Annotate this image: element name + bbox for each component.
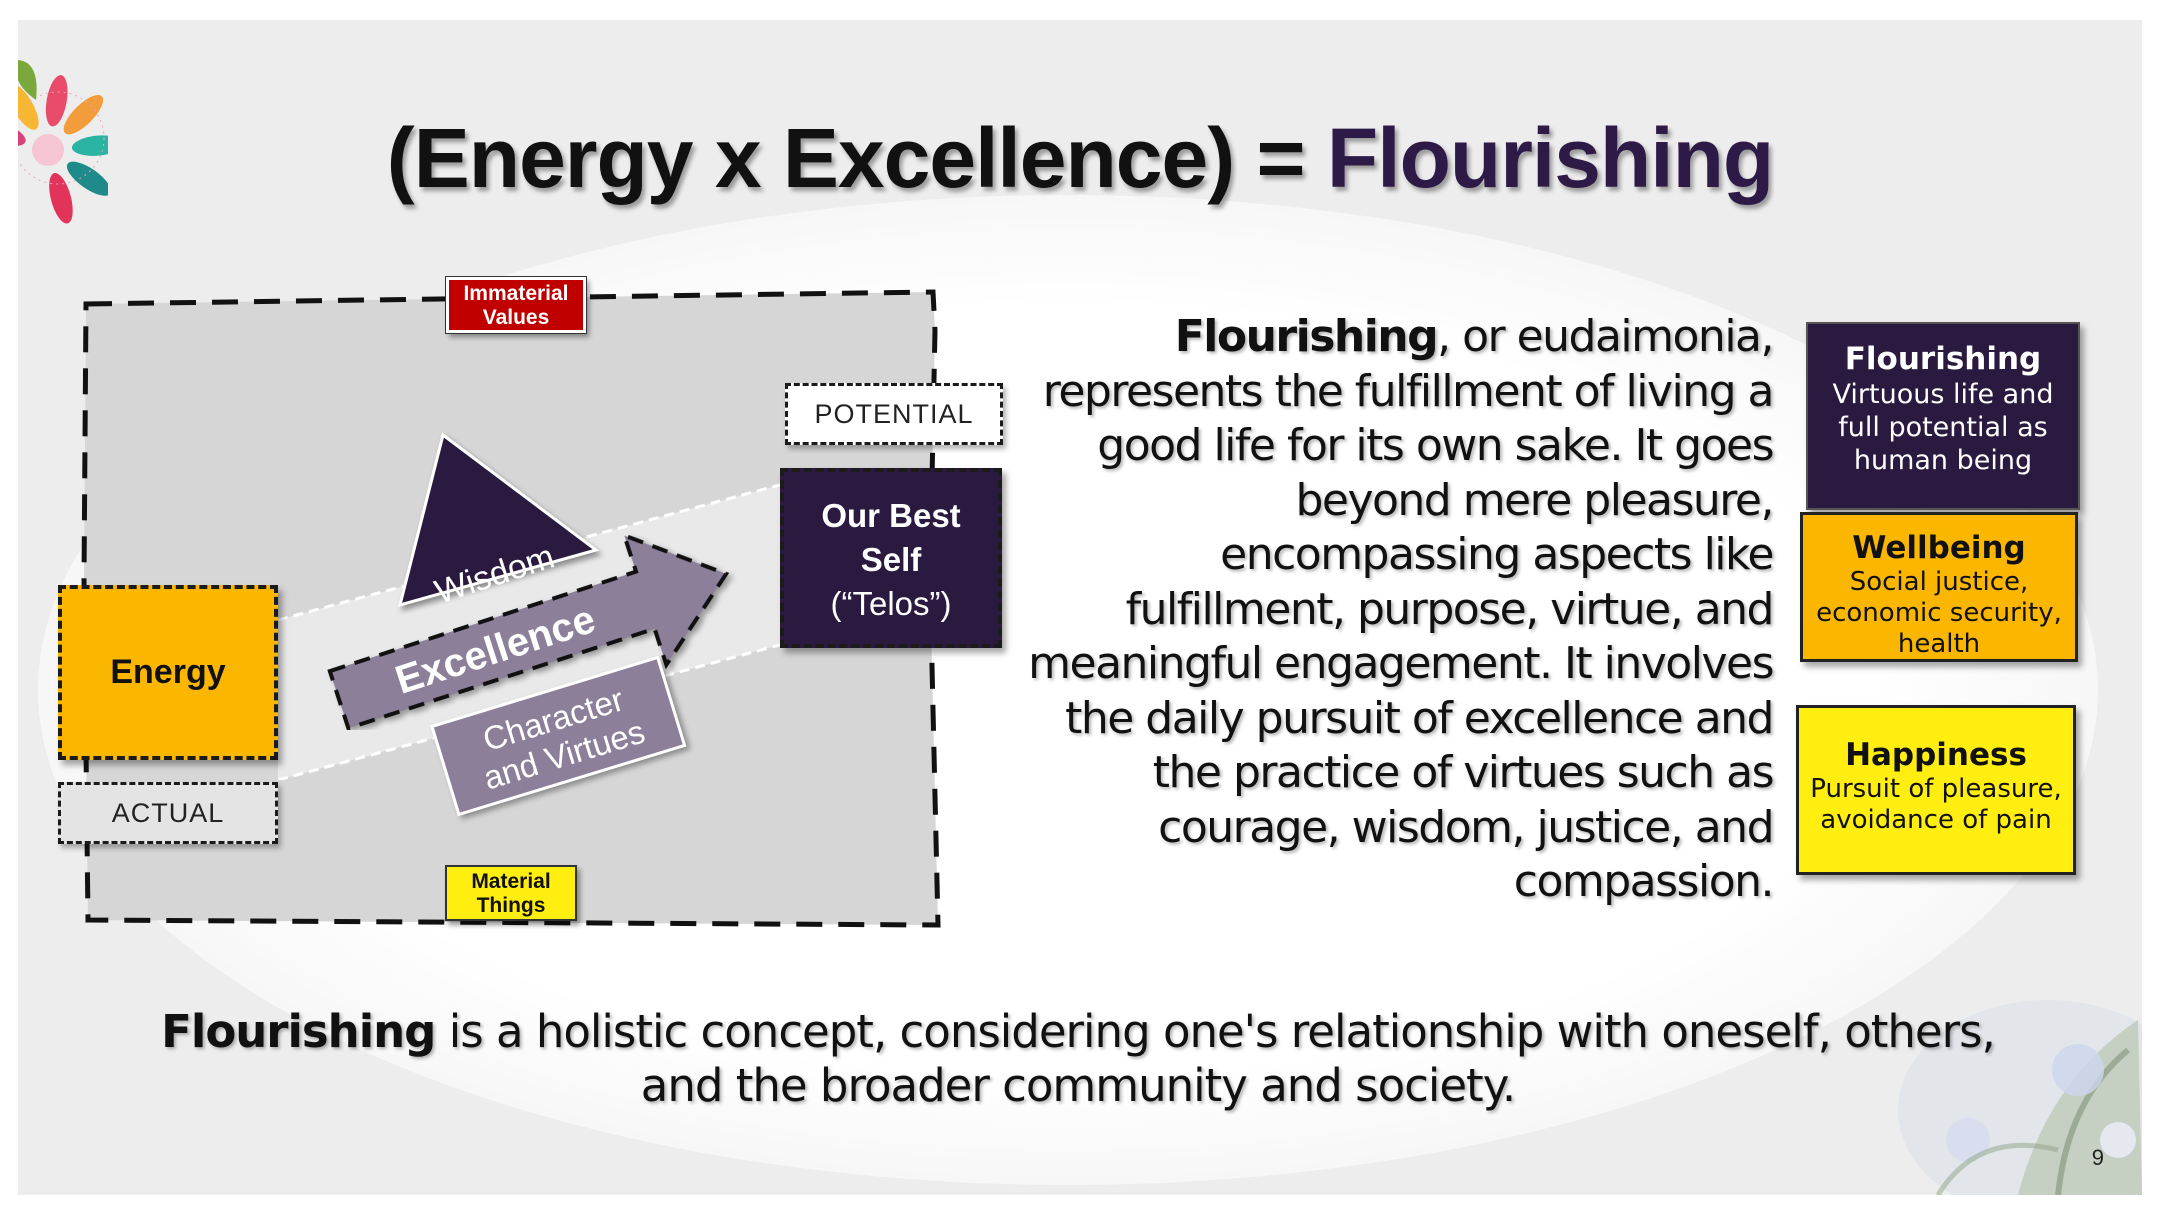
bottom-body: is a holistic concept, considering one's… (435, 1005, 1996, 1112)
card-description: Virtuous life and full potential as huma… (1832, 379, 2054, 476)
paragraph-body: , or eudaimonia, represents the fulfillm… (1028, 311, 1774, 907)
slide: (Energy x Excellence) = Flourishing Imma… (18, 20, 2142, 1195)
actual-label: ACTUAL (58, 782, 278, 844)
material-things-label: Material Things (445, 865, 577, 921)
card-title: Flourishing (1844, 341, 2042, 377)
card-title: Wellbeing (1852, 530, 2026, 566)
potential-text: POTENTIAL (814, 398, 974, 429)
title-part-2: Flourishing (1326, 111, 1774, 205)
bottom-summary: Flourishing is a holistic concept, consi… (148, 1005, 2008, 1113)
card-happiness: Happiness Pursuit of pleasure, avoidance… (1796, 705, 2076, 875)
paragraph-bold-lead: Flourishing (1174, 311, 1439, 362)
slide-title: (Energy x Excellence) = Flourishing (18, 110, 2142, 207)
flourishing-paragraph: Flourishing, or eudaimonia, represents t… (1028, 310, 1774, 910)
card-wellbeing: Wellbeing Social justice, economic secur… (1800, 512, 2078, 662)
best-self-line3: (“Telos”) (830, 585, 952, 622)
card-title: Happiness (1845, 737, 2027, 773)
page-number: 9 (2091, 1145, 2104, 1170)
lotus-logo-icon (18, 60, 108, 224)
energy-box: Energy (58, 585, 278, 760)
card-description: Pursuit of pleasure, avoidance of pain (1810, 774, 2062, 835)
title-part-1: (Energy x Excellence) = (386, 111, 1327, 205)
actual-text: ACTUAL (111, 797, 225, 828)
energy-label: Energy (110, 653, 226, 691)
best-self-line2: Self (860, 541, 922, 578)
card-description: Social justice, economic security, healt… (1816, 567, 2062, 659)
card-flourishing: Flourishing Virtuous life and full poten… (1806, 322, 2080, 510)
floral-decoration-icon (1898, 1000, 2142, 1195)
potential-label: POTENTIAL (785, 383, 1003, 445)
character-virtues-box: Character and Virtues (430, 655, 687, 817)
energy-excellence-diagram: Immaterial Values Material Things Wisdom… (18, 20, 1038, 980)
best-self-box: Our Best Self (“Telos”) (780, 468, 1002, 648)
best-self-line1: Our Best (821, 497, 961, 534)
wisdom-triangle: Wisdom (397, 432, 600, 612)
bottom-bold-lead: Flourishing (161, 1005, 436, 1058)
immaterial-values-label: Immaterial Values (445, 276, 587, 334)
